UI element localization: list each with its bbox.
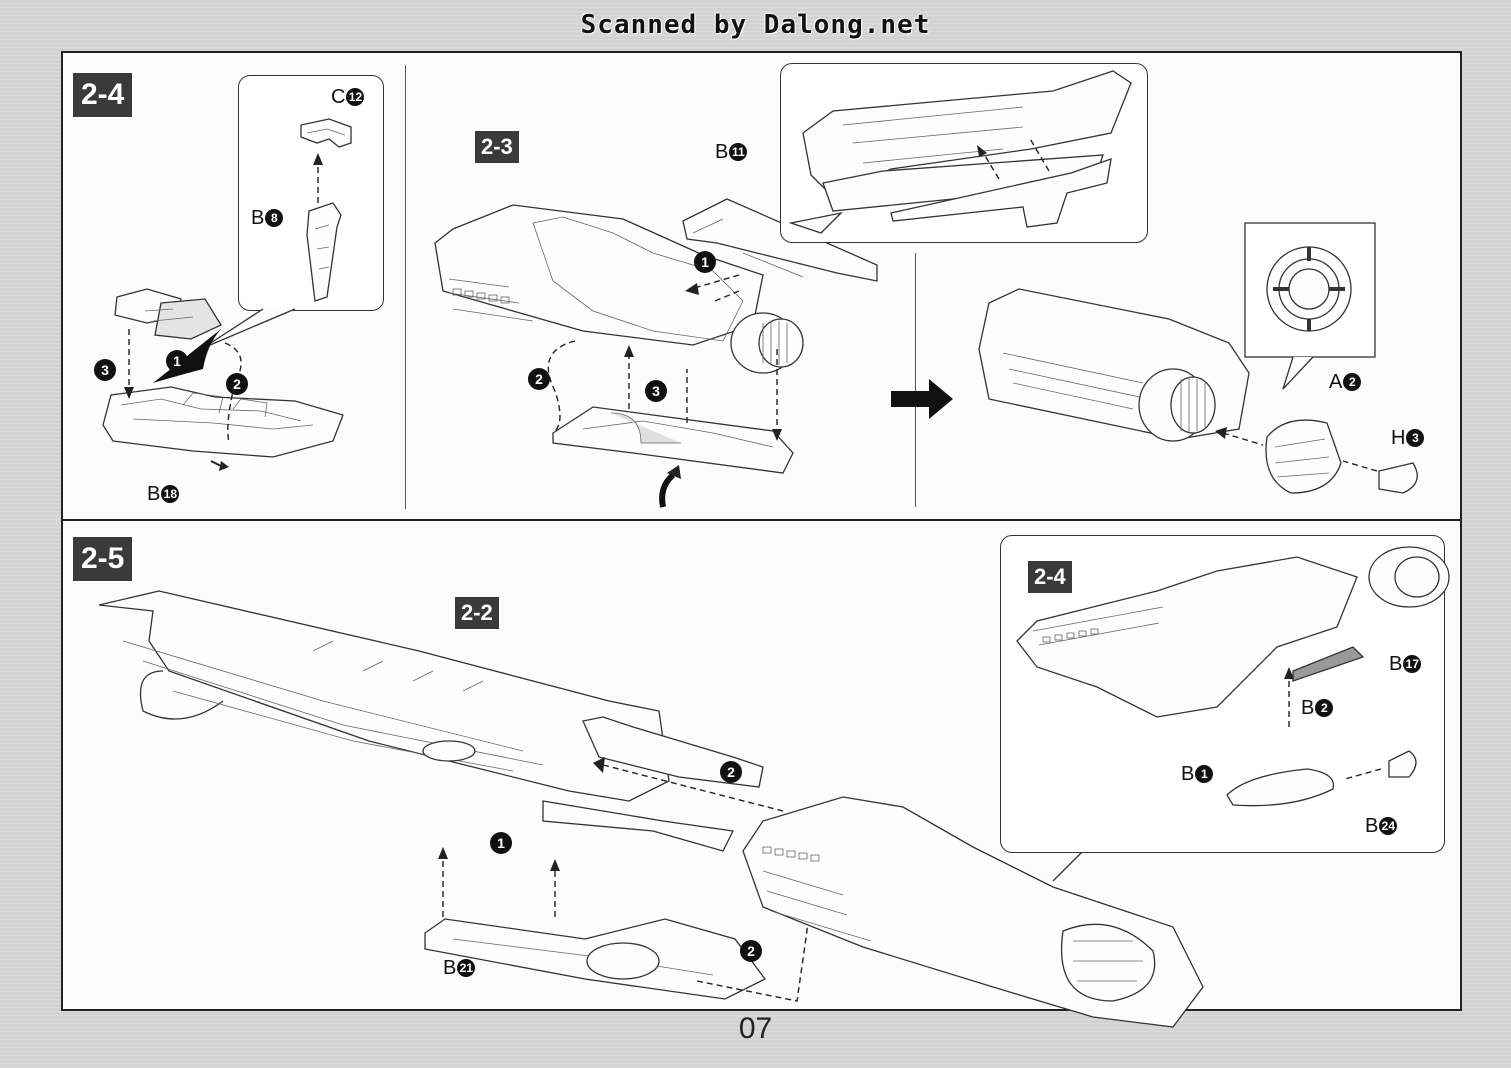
page-number: 07 [738, 1012, 773, 1045]
instruction-sheet: 2-4 [61, 51, 1462, 1028]
callout-illustration [1016, 546, 1450, 807]
step-number: 2 [226, 373, 248, 395]
step-number: 3 [645, 380, 667, 402]
step-number: 2 [720, 761, 742, 783]
step-number: 1 [166, 350, 188, 372]
step-badge: 2-5 [73, 537, 133, 581]
main-assembly-illustration [98, 590, 1204, 1028]
step-number: 2 [740, 940, 762, 962]
subassembly-illustration-3 [788, 70, 1418, 494]
step-number: 3 [94, 359, 116, 381]
step-2-4-panel: 2-4 [63, 53, 1460, 521]
scan-credit: Scanned by Dalong.net [580, 10, 931, 40]
subassembly-illustration-1 [102, 118, 352, 471]
step-badge: 2-4 [73, 73, 133, 117]
section-divider [915, 253, 916, 507]
substep-badge: 2-3 [475, 131, 519, 163]
callout-badge: 2-4 [1028, 561, 1072, 593]
step-number: 1 [694, 251, 716, 273]
step-number: 2 [528, 368, 550, 390]
section-divider [405, 65, 406, 509]
substep-badge: 2-2 [455, 597, 499, 629]
step-number: 1 [490, 832, 512, 854]
subassembly-illustration-2 [434, 198, 878, 508]
step-2-5-panel: 2-5 2-2 [63, 521, 1460, 1028]
